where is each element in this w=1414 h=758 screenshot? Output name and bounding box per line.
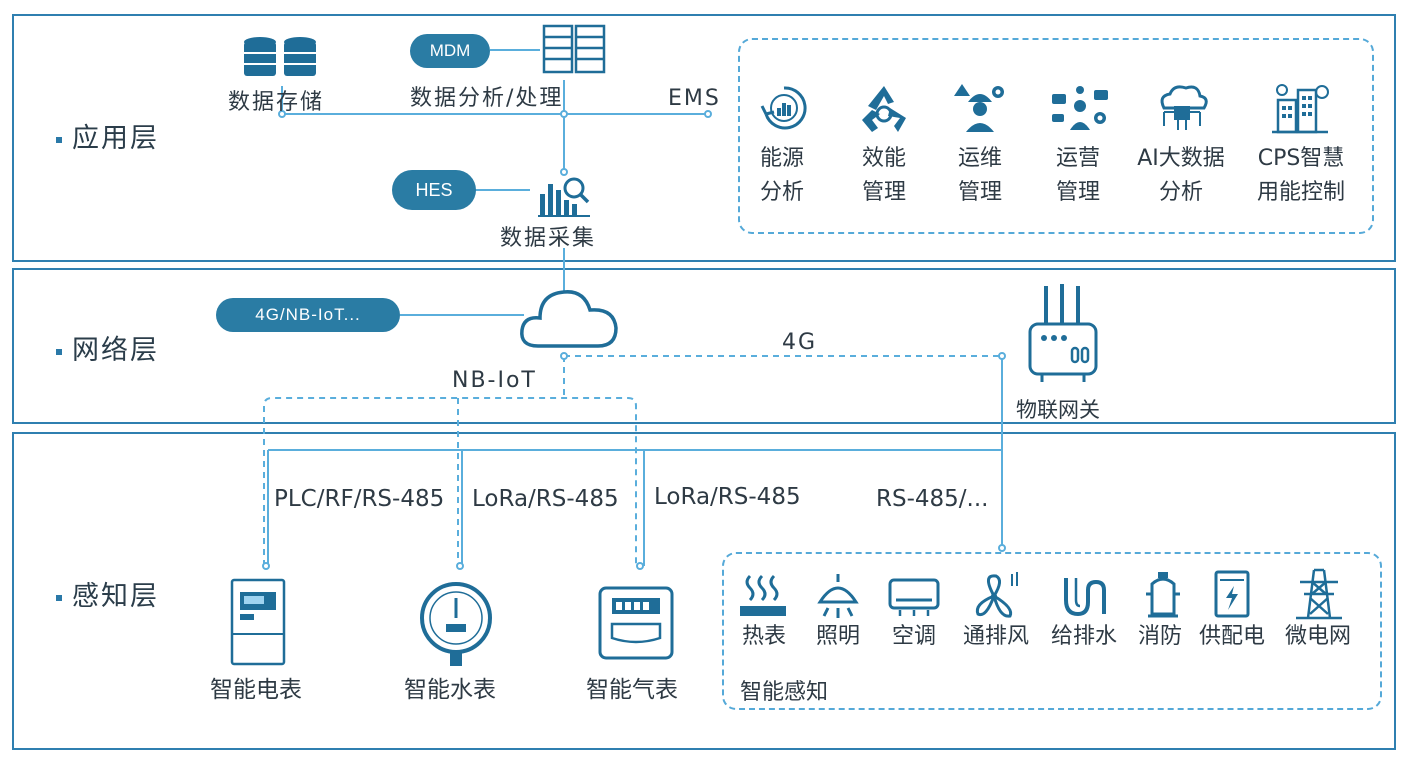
heat-meter-icon	[740, 574, 786, 616]
ai-cloud-chip-icon	[1160, 85, 1208, 130]
link-4g-label: 4G	[782, 330, 818, 355]
gas-meter-icon	[598, 586, 674, 660]
network-pill: 4G/NB-IoT...	[216, 298, 400, 332]
server-rack-icon	[542, 24, 606, 74]
lighting-label: 照明	[815, 624, 860, 649]
microgrid-label: 微电网	[1284, 624, 1351, 649]
data-collection-label: 数据采集	[500, 226, 597, 251]
hes-pill: HES	[392, 170, 476, 210]
fire-protection-label: 消防	[1137, 624, 1182, 649]
water-supply-label: 给排水	[1050, 624, 1117, 649]
data-analysis-label: 数据分析/处理	[410, 86, 564, 111]
energy-analysis-icon	[760, 86, 807, 130]
smart-sensing-box	[722, 552, 1382, 710]
module-cps-control: CPS智慧用能控制	[1256, 146, 1345, 205]
maintenance-worker-icon	[954, 84, 1004, 132]
efficiency-recycle-icon	[862, 86, 906, 132]
operations-icon	[1052, 86, 1108, 130]
mdm-pill: MDM	[410, 34, 490, 68]
module-energy-analysis: 能源分析	[759, 146, 804, 205]
water-meter-label: 智能水表	[404, 677, 496, 703]
perception-layer-label: 感知层	[56, 574, 159, 613]
gas-meter-label: 智能气表	[586, 677, 678, 703]
power-box-icon	[1214, 570, 1250, 618]
heat-meter-label: 热表	[741, 624, 786, 649]
power-distribution-label: 供配电	[1198, 624, 1265, 649]
network-layer-label: 网络层	[56, 328, 159, 367]
application-modules-box	[738, 38, 1374, 234]
protocol-label-2: LoRa/RS-485	[472, 486, 619, 512]
gateway-label: 物联网关	[1016, 398, 1100, 422]
module-efficiency: 效能管理	[861, 146, 906, 205]
air-conditioning-label: 空调	[891, 624, 936, 649]
lamp-icon	[817, 574, 859, 618]
application-layer-label: 应用层	[56, 116, 159, 155]
protocol-label-3: LoRa/RS-485	[654, 484, 801, 510]
hydrant-icon	[1146, 572, 1180, 618]
module-ai-big-data: AI大数据分析	[1137, 146, 1225, 205]
gateway-icon	[1028, 284, 1098, 382]
water-meter-icon	[420, 582, 492, 666]
data-collection-chart-icon	[538, 177, 590, 217]
smart-building-icon	[1272, 84, 1329, 134]
data-storage-label: 数据存储	[228, 90, 325, 115]
ems-label: EMS	[668, 86, 721, 111]
electric-meter-label: 智能电表	[210, 677, 302, 703]
module-operations: 运营管理	[1055, 146, 1100, 205]
application-layer-panel	[12, 14, 1396, 262]
protocol-label-1: PLC/RF/RS-485	[274, 486, 445, 512]
cloud-icon	[520, 290, 618, 348]
electric-meter-icon	[230, 578, 286, 666]
database-icon	[244, 37, 316, 76]
network-layer-panel	[12, 268, 1396, 424]
pipe-icon	[1064, 578, 1106, 617]
protocol-label-4: RS-485/...	[876, 486, 989, 512]
air-conditioner-icon	[888, 578, 940, 616]
module-maintenance: 运维管理	[957, 146, 1002, 205]
link-nbiot-label: NB-IoT	[452, 368, 537, 393]
power-tower-icon	[1296, 568, 1342, 620]
smart-sensing-title: 智能感知	[740, 680, 829, 705]
fan-icon	[975, 572, 1018, 618]
ventilation-label: 通排风	[962, 624, 1029, 649]
